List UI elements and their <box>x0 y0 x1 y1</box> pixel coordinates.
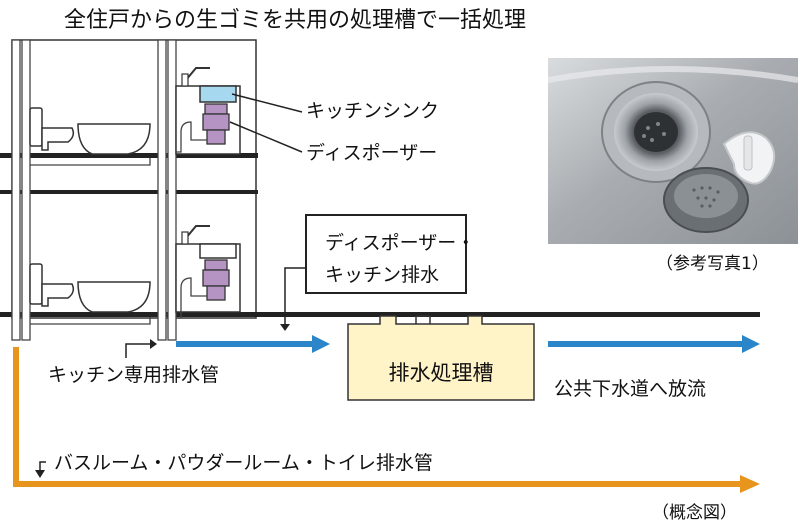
upper-bathtub-icon <box>77 123 151 155</box>
middle-floor-slab <box>0 190 258 194</box>
callout-leader-arrowhead <box>280 324 290 331</box>
bath-flow-arrowhead <box>740 475 760 493</box>
lower-bath-drain <box>30 317 151 325</box>
kitchen-drain-pipe-label: キッチン専用排水管 <box>48 364 220 386</box>
disposer-leader <box>229 121 303 153</box>
page-title: 全住戸からの生ゴミを共用の処理槽で一括処理 <box>64 8 527 33</box>
drain-stacks <box>11 39 177 341</box>
callout-leader <box>284 267 305 326</box>
upper-floor-slab <box>0 153 258 158</box>
lower-kitchen-trap <box>176 277 207 319</box>
lower-disposer-icon <box>202 259 230 301</box>
lower-sink-icon <box>199 243 237 259</box>
upper-bath-drain <box>30 158 151 166</box>
callout-line-2: キッチン排水 <box>325 264 440 286</box>
sewer-flow-line <box>548 341 744 347</box>
sewer-flow-arrowhead <box>742 335 760 353</box>
photo-caption: （参考写真1） <box>656 254 769 274</box>
public-sewer-label: 公共下水道へ放流 <box>554 378 707 400</box>
bath-flow-line <box>13 481 741 487</box>
lower-bathtub-icon <box>77 281 151 313</box>
lower-toilet-icon <box>29 263 75 307</box>
callout-line-1: ディスポーザー・ <box>325 232 476 254</box>
reference-photo-sink-drain <box>548 58 798 244</box>
bath-flow-vertical <box>13 347 19 487</box>
upper-sink-icon <box>199 85 237 103</box>
kitchen-pipe-leader <box>125 343 150 358</box>
upper-disposer-icon <box>202 103 230 145</box>
treatment-tank-icon <box>347 315 535 401</box>
bath-pipe-leader-arrowhead <box>35 470 45 478</box>
upper-kitchen-trap <box>176 121 207 153</box>
bathroom-drain-pipe-label: バスルーム・パウダールーム・トイレ排水管 <box>54 452 433 474</box>
kitchen-flow-arrowhead <box>312 335 330 353</box>
bath-pipe-leader <box>39 461 46 472</box>
disposer-label: ディスポーザー <box>306 142 438 164</box>
kitchen-sink-leader <box>231 93 303 113</box>
concept-caption: （概念図） <box>652 503 737 523</box>
kitchen-flow-line <box>176 341 312 347</box>
kitchen-sink-label: キッチンシンク <box>306 100 440 122</box>
kitchen-pipe-leader-arrowhead <box>150 339 157 349</box>
ground-line <box>0 312 760 317</box>
treatment-tank-label: 排水処理槽 <box>388 361 494 385</box>
disposer-drain-callout: ディスポーザー・ キッチン排水 <box>305 214 475 294</box>
upper-toilet-icon <box>29 107 75 151</box>
